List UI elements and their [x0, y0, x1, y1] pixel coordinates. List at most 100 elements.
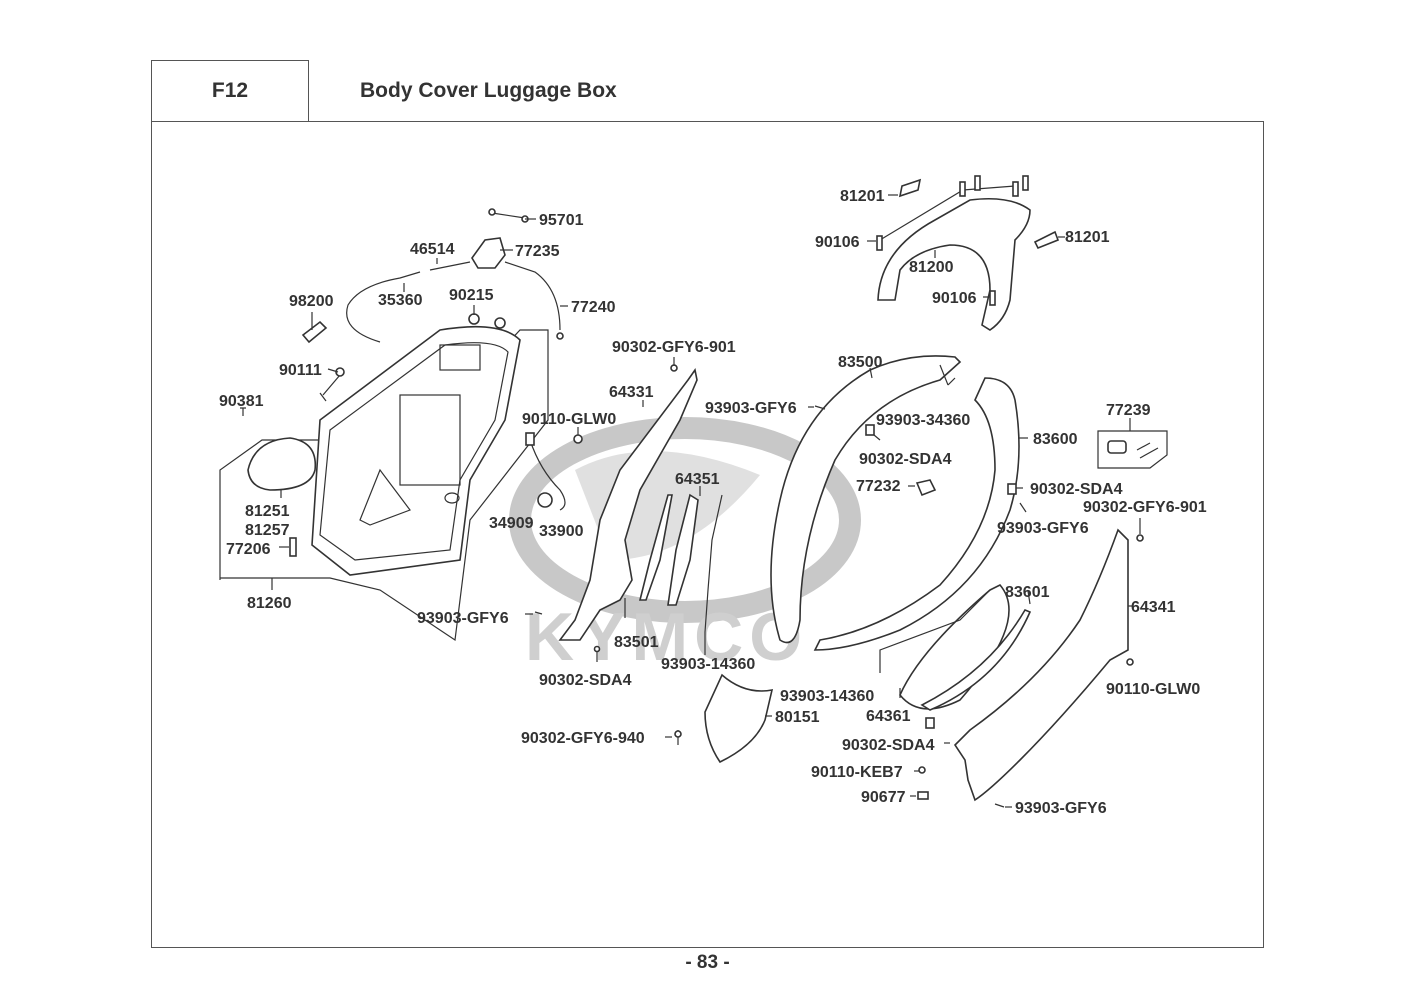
- body-cover-assembly: [770, 355, 1144, 808]
- cover-64341: [953, 528, 1129, 802]
- bolt-90106-c: [959, 181, 966, 197]
- part-label: 90302-SDA4: [859, 451, 952, 468]
- part-label: 90302-GFY6-901: [612, 339, 736, 356]
- luggage-box-inner-rim: [319, 342, 509, 561]
- luggage-box-81260: [311, 325, 521, 576]
- part-label: 93903-GFY6: [997, 520, 1089, 537]
- molding-64361: [920, 609, 1032, 711]
- part-label: 64351: [675, 471, 720, 488]
- part-label: 77235: [515, 243, 560, 260]
- cable-35360: [346, 271, 421, 343]
- left-cover-parts: [534, 364, 774, 764]
- connector-33900: [525, 432, 535, 446]
- rubber-81201-b: [1033, 230, 1060, 250]
- part-label: 90110-KEB7: [811, 764, 903, 781]
- page-title-text: Body Cover Luggage Box: [360, 78, 617, 102]
- part-label: 90302-GFY6-901: [1083, 499, 1207, 516]
- strip-64351: [667, 493, 699, 606]
- part-label: 90302-SDA4: [842, 737, 935, 754]
- part-labels: 95701 77235 46514 35360 98200 90215 7724…: [219, 188, 1207, 817]
- part-label: 93903-34360: [876, 412, 970, 429]
- part-label: 90110-GLW0: [1106, 681, 1200, 698]
- luggage-box-tray: [439, 344, 481, 371]
- luggage-box-hole: [444, 492, 460, 504]
- watermark-ring: [509, 417, 861, 623]
- key-set-77239: [1097, 418, 1168, 469]
- key-set-outline: [1097, 430, 1168, 469]
- cover-80151: [704, 673, 774, 764]
- body-cover-83600: [813, 377, 1020, 651]
- screw-90302-gfy6-940-head: [674, 730, 682, 738]
- part-label: 81260: [247, 595, 292, 612]
- bulb-34909: [537, 492, 553, 508]
- screw-90302-gfy6-901-b: [1136, 534, 1144, 542]
- part-label: 81257: [245, 522, 290, 539]
- screw-90110-glw0-b: [1126, 658, 1134, 666]
- part-label: 81200: [909, 259, 954, 276]
- part-label: 33900: [539, 523, 584, 540]
- screw-95701-link: [491, 212, 526, 219]
- part-label: 64361: [866, 708, 911, 725]
- luggage-box-assembly: [219, 208, 564, 642]
- part-label: 93903-GFY6: [1015, 800, 1107, 817]
- screw-90110-glw0: [573, 434, 583, 444]
- part-label: 95701: [539, 212, 584, 229]
- nut-90677: [917, 791, 929, 800]
- section-code-text: F12: [211, 79, 249, 102]
- nut-90302-sda4-d: [925, 717, 935, 729]
- keys: [1136, 442, 1159, 459]
- part-label: 83500: [838, 354, 883, 371]
- part-label: 90110-GLW0: [522, 411, 616, 428]
- rear-carrier-assembly: [876, 175, 1060, 331]
- fuse-98200: [301, 320, 328, 344]
- part-label: 81251: [245, 503, 290, 520]
- clips-93903-14360-a: [704, 494, 723, 633]
- cable-77240-end: [556, 332, 564, 340]
- part-label: 83601: [1005, 584, 1050, 601]
- part-label: 90381: [219, 393, 264, 410]
- screw-90381: [240, 407, 246, 416]
- part-label: 90302-SDA4: [1030, 481, 1123, 498]
- bolt-90106-e: [1012, 181, 1019, 197]
- bolt-90111: [319, 374, 341, 402]
- part-label: 93903-GFY6: [705, 400, 797, 417]
- part-label: 81201: [840, 188, 885, 205]
- page-number: - 83 -: [685, 952, 730, 973]
- leader-lines: [271, 194, 1141, 808]
- bolt-90106-b: [989, 290, 996, 306]
- part-label: 80151: [775, 709, 820, 726]
- luggage-box-floor: [359, 468, 411, 526]
- clip-77232: [915, 479, 937, 497]
- part-label: 46514: [410, 241, 455, 258]
- screw-93903-gfy6-a: [534, 611, 543, 615]
- screw-95701-head: [488, 208, 496, 216]
- diagram-frame: [151, 121, 1264, 948]
- carrier-81200: [877, 197, 1031, 331]
- part-label: 90302-SDA4: [539, 672, 632, 689]
- part-label: 83501: [614, 634, 659, 651]
- screw-90302-sda4-a: [593, 645, 601, 653]
- bolt-90106-a: [876, 235, 883, 251]
- nut-90302-sda4-c: [1007, 483, 1017, 495]
- cable-77240: [504, 261, 561, 331]
- clips-93903-14360-b: [879, 589, 991, 673]
- rubber-81201-a: [898, 178, 922, 198]
- part-label: 34909: [489, 515, 534, 532]
- lock-cylinder: [1107, 440, 1127, 454]
- part-label: 90106: [815, 234, 860, 251]
- part-label: 64331: [609, 384, 654, 401]
- spring-46514: [429, 261, 471, 271]
- part-label: 93903-14360: [661, 656, 755, 673]
- part-label: 90215: [449, 287, 494, 304]
- luggage-lamp-assembly: [525, 432, 583, 511]
- part-label: 90677: [861, 789, 906, 806]
- nut-90302-sda4-b: [865, 424, 875, 436]
- bolt-90106-d: [974, 175, 981, 191]
- screw-93903-gfy6-d: [994, 803, 1005, 808]
- part-label: 93903-14360: [780, 688, 874, 705]
- strip-83501: [638, 494, 673, 601]
- section-code: F12: [151, 60, 309, 121]
- part-label: 77239: [1106, 402, 1151, 419]
- page-title: Body Cover Luggage Box: [309, 60, 1264, 121]
